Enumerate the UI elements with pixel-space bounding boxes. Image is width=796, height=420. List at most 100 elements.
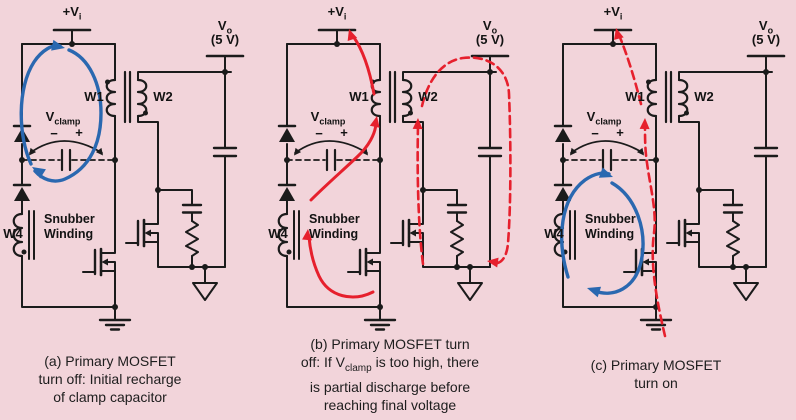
vo-label: Vo (218, 19, 232, 38)
secondary-ground-icon (457, 266, 483, 301)
vo-value-label: (5 V) (475, 32, 505, 47)
vi-label: +Vi (328, 5, 347, 24)
clamp-polarity-arrows (294, 140, 368, 156)
input-supply-terminal (593, 28, 633, 47)
clamp-polarity-arrows (570, 140, 644, 156)
w1-label: W1 (84, 89, 104, 104)
primary-ground-icon (639, 306, 673, 331)
vi-label-text: +V (62, 4, 79, 19)
arrowhead (369, 116, 380, 128)
w1-label: W1 (625, 89, 645, 104)
junction-dot (286, 249, 292, 255)
vi-label-text: +V (327, 4, 344, 19)
output-capacitor-icon (212, 71, 238, 268)
vclamp-label-sub: clamp (595, 116, 622, 127)
arrowhead (360, 147, 368, 156)
snubber-discharge-current (347, 29, 376, 96)
w4-label: W4 (268, 226, 288, 241)
vclamp-label-text: V (586, 109, 596, 124)
vi-label-text: +V (603, 4, 620, 19)
caption-a-line2: turn off: Initial recharge (38, 371, 182, 387)
vi-label-sub: i (78, 11, 82, 22)
arrowhead (639, 118, 650, 130)
snubber-discharge-current (302, 229, 375, 299)
clamp-minus-label: − (591, 126, 599, 141)
snubber-circulating-current-loop (587, 181, 645, 298)
primary-mosfet-icon (82, 239, 116, 285)
junction-dot (653, 157, 659, 163)
snubber-winding-icon (12, 210, 35, 260)
caption-c-line2: turn on (634, 375, 678, 391)
vo-label: Vo (759, 19, 773, 38)
caption-b: (b) Primary MOSFET turn off: If Vclamp i… (301, 335, 479, 414)
caption-b-line2: off: If Vclamp is too high, there (301, 353, 479, 378)
w4-label: W4 (3, 226, 23, 241)
w2-label: W2 (418, 89, 438, 104)
snubber-discharge-current (309, 116, 380, 202)
vi-label-sub: i (343, 11, 347, 22)
clamp-minus-label: − (315, 126, 323, 141)
vclamp-label: Vclamp (46, 110, 81, 129)
arrowhead (636, 147, 644, 156)
caption-a: (a) Primary MOSFET turn off: Initial rec… (39, 352, 182, 406)
primary-ground-icon (363, 306, 397, 331)
junction-dot (377, 157, 383, 163)
caption-a-line1: (a) Primary MOSFET (44, 353, 176, 369)
vclamp-label-text: V (310, 109, 320, 124)
junction-dot (730, 264, 736, 270)
w2-label: W2 (694, 89, 714, 104)
clamp-plus-label: + (340, 125, 348, 140)
clamp-minus-label: − (50, 126, 58, 141)
sync-mosfet-icon (125, 210, 159, 256)
circuit-a (12, 28, 245, 331)
junction-dot (189, 264, 195, 270)
arrowhead (587, 286, 602, 298)
junction-dot (21, 249, 27, 255)
snubber-winding-label: Snubber Winding (585, 212, 636, 242)
clamp-recharge-current-loop (19, 39, 65, 166)
transformer-icon (105, 43, 232, 241)
clamp-recharge-current-loop (32, 48, 103, 183)
junction-dot (112, 157, 118, 163)
junction-dot (454, 264, 460, 270)
snubber-label-line2: Winding (44, 227, 94, 241)
transformer-icon (646, 43, 773, 241)
diode-icon (553, 124, 573, 142)
arrowhead (294, 147, 302, 156)
magnetizing-current-path (639, 118, 667, 338)
vclamp-label: Vclamp (587, 110, 622, 129)
arrowhead (302, 229, 313, 241)
junction-dot (143, 110, 148, 116)
arrowhead (29, 147, 37, 156)
output-capacitor-icon (477, 71, 503, 268)
vi-label: +Vi (63, 5, 82, 24)
caption-c: (c) Primary MOSFET turn on (591, 356, 722, 392)
arrowhead (614, 28, 624, 40)
sync-mosfet-icon (666, 210, 700, 256)
secondary-ground-icon (733, 266, 759, 301)
diode-icon (12, 183, 32, 201)
vo-label-text: V (482, 18, 492, 33)
snubber-circulating-current-loop (560, 167, 613, 279)
caption-c-line1: (c) Primary MOSFET (590, 357, 722, 373)
snubber-label-line1: Snubber (309, 212, 360, 226)
snubber-label-line1: Snubber (44, 212, 95, 226)
w2-label: W2 (153, 89, 173, 104)
junction-dot (284, 157, 290, 163)
arrowhead (51, 39, 65, 51)
vo-label-text: V (758, 18, 768, 33)
junction-dot (646, 79, 651, 85)
arrowhead (570, 147, 578, 156)
secondary-discharge-current-loop (412, 118, 425, 266)
caption-b-line2-sub: clamp (345, 362, 372, 374)
primary-mosfet-icon (347, 239, 381, 285)
w1-label: W1 (349, 89, 369, 104)
caption-b-line2-post: is too high, there (371, 354, 480, 370)
clamp-plus-label: + (75, 125, 83, 140)
vo-value-label: (5 V) (751, 32, 781, 47)
arrowhead (598, 167, 613, 178)
junction-dot (560, 157, 566, 163)
clamp-plus-label: + (616, 125, 624, 140)
arrowhead (32, 167, 46, 179)
junction-dot (105, 79, 110, 85)
